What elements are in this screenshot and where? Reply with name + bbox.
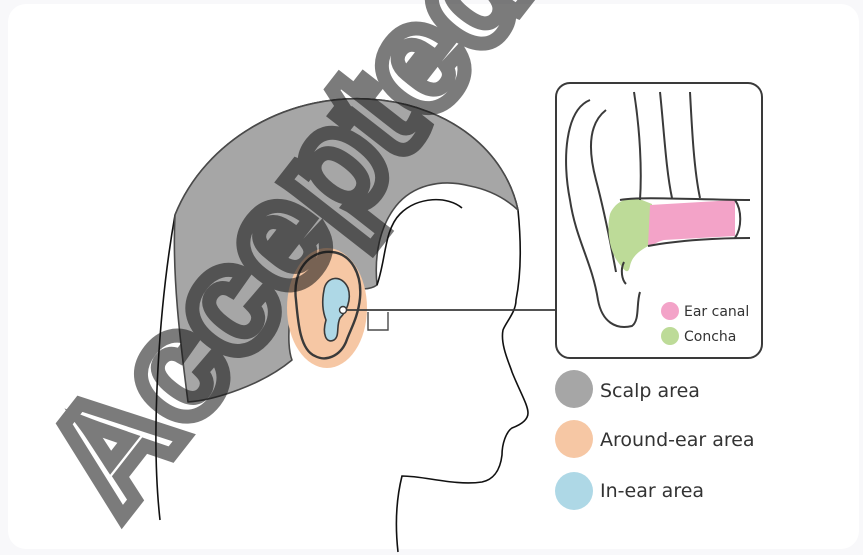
scalp-swatch — [555, 370, 593, 408]
concha-label: Concha — [684, 329, 736, 345]
scalp-label: Scalp area — [600, 380, 700, 402]
legend: Scalp area Around-ear area In-ear area — [555, 370, 755, 510]
concha-swatch — [661, 327, 679, 345]
around-ear-swatch — [555, 420, 593, 458]
around-ear-label: Around-ear area — [600, 429, 755, 451]
sideburn — [368, 312, 388, 330]
ear-canal-label: Ear canal — [684, 304, 749, 320]
ear-canal-point — [340, 307, 347, 314]
in-ear-label: In-ear area — [600, 480, 704, 502]
ear-inset: Ear canal Concha — [556, 83, 762, 358]
ear-canal-swatch — [661, 302, 679, 320]
in-ear-swatch — [555, 472, 593, 510]
